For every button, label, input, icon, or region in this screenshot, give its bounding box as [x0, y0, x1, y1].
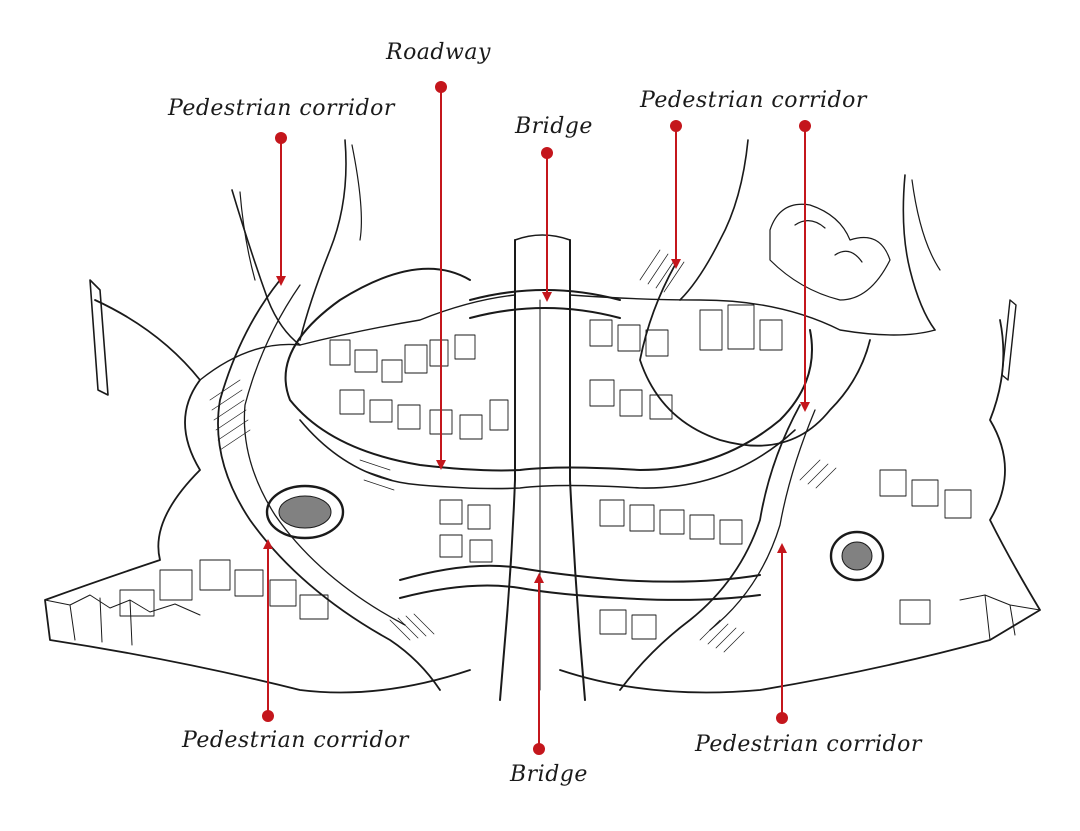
spire-center-left-b [351, 144, 362, 241]
leader-ped-top-right-a [670, 120, 682, 269]
leader-bridge-bottom [533, 573, 545, 755]
label-pedestrian-corridor-bottom-left: Pedestrian corridor [182, 728, 409, 753]
leader-ped-bottom-left [262, 539, 274, 722]
leader-arrow-bridge-bottom [534, 573, 544, 583]
leader-arrow-roadway [436, 460, 446, 470]
leader-ped-bottom-right [776, 543, 788, 724]
leader-dot-bridge-top [541, 147, 553, 159]
leader-dot-ped-bottom-left [262, 710, 274, 722]
leader-arrow-ped-bottom-right [777, 543, 787, 553]
label-bridge-bottom: Bridge [510, 762, 588, 787]
terrain-right [959, 594, 1041, 641]
leader-dot-roadway [435, 81, 447, 93]
leader-arrow-ped-bottom-left [263, 539, 273, 549]
roadway-loop [284, 267, 813, 472]
inner-rim-right [569, 294, 936, 336]
leader-dot-ped-top-right-a [670, 120, 682, 132]
label-pedestrian-corridor-top-right: Pedestrian corridor [640, 88, 867, 113]
bridge-top-deck [469, 289, 621, 319]
leader-dot-ped-top-left [275, 132, 287, 144]
label-pedestrian-corridor-top-left: Pedestrian corridor [168, 96, 395, 121]
oval-void-right [829, 530, 885, 582]
leader-ped-top-right-b [799, 120, 811, 412]
dome-bubbles [769, 203, 891, 301]
buildings-left [119, 334, 509, 620]
oval-void-left-inner [278, 495, 332, 529]
canyon-right-wall [569, 239, 586, 701]
leader-arrow-ped-top-left [276, 276, 286, 286]
corridor-right-c [709, 409, 816, 631]
leader-dot-bridge-bottom [533, 743, 545, 755]
spire-center-right [679, 139, 749, 301]
corridor-right-b [619, 404, 801, 691]
spire-center-left [299, 139, 347, 341]
corridor-left [217, 279, 441, 691]
leader-dot-ped-bottom-right [776, 712, 788, 724]
canyon-left-wall [499, 239, 516, 701]
hatch-shading [209, 249, 837, 653]
terrain-left [44, 594, 201, 646]
leader-arrow-bridge-top [542, 292, 552, 302]
leader-ped-top-left [275, 132, 287, 286]
spire-right [902, 174, 936, 331]
spire-left [231, 189, 301, 346]
inner-rim-left [199, 294, 516, 381]
leader-bridge-top [541, 147, 553, 302]
bridge-bottom-deck [399, 564, 761, 601]
corridor-left-b [243, 284, 406, 626]
spire-left-far [89, 279, 109, 396]
spire-left-b [239, 191, 256, 281]
buildings-right [589, 304, 972, 640]
leader-arrow-ped-top-right-a [671, 259, 681, 269]
label-pedestrian-corridor-bottom-right: Pedestrian corridor [695, 732, 922, 757]
leader-roadway [435, 81, 447, 470]
spire-right-b [911, 179, 941, 271]
roadway-loop-edge [299, 419, 796, 490]
leader-arrow-ped-top-right-b [800, 402, 810, 412]
label-roadway: Roadway [386, 40, 491, 65]
corridor-right [639, 264, 871, 447]
canyon-top [514, 234, 571, 241]
label-bridge-top: Bridge [515, 114, 593, 139]
oval-void-left [265, 484, 345, 540]
oval-void-right-inner [841, 541, 873, 571]
spire-far-right [1001, 299, 1017, 381]
leader-dot-ped-top-right-b [799, 120, 811, 132]
